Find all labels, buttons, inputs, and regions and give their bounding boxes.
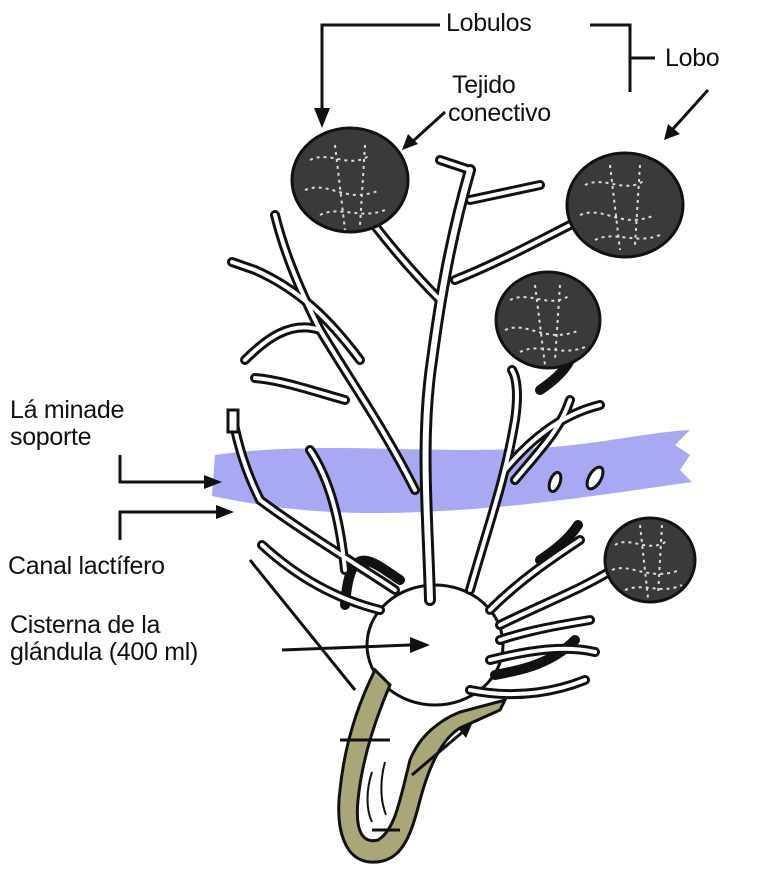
label-cisterna-1: Cisterna de la: [10, 612, 160, 638]
label-tejido-1: Tejido: [452, 72, 516, 98]
label-lobulos: Lobulos: [446, 10, 531, 36]
lobule-lower-right: [605, 518, 695, 602]
support-lamina-band: [212, 430, 692, 513]
label-canal: Canal lactífero: [8, 553, 165, 579]
label-lobo: Lobo: [665, 45, 719, 71]
lobule-top-right: [567, 153, 683, 257]
label-lamina-1: Lá minade: [10, 397, 124, 423]
label-tejido-2: conectivo: [448, 100, 551, 126]
label-cisterna-2: glándula (400 ml): [10, 639, 198, 665]
lobule-top-left: [292, 128, 408, 232]
label-lamina-2: soporte: [10, 424, 91, 450]
lobule-middle-right: [496, 272, 600, 368]
